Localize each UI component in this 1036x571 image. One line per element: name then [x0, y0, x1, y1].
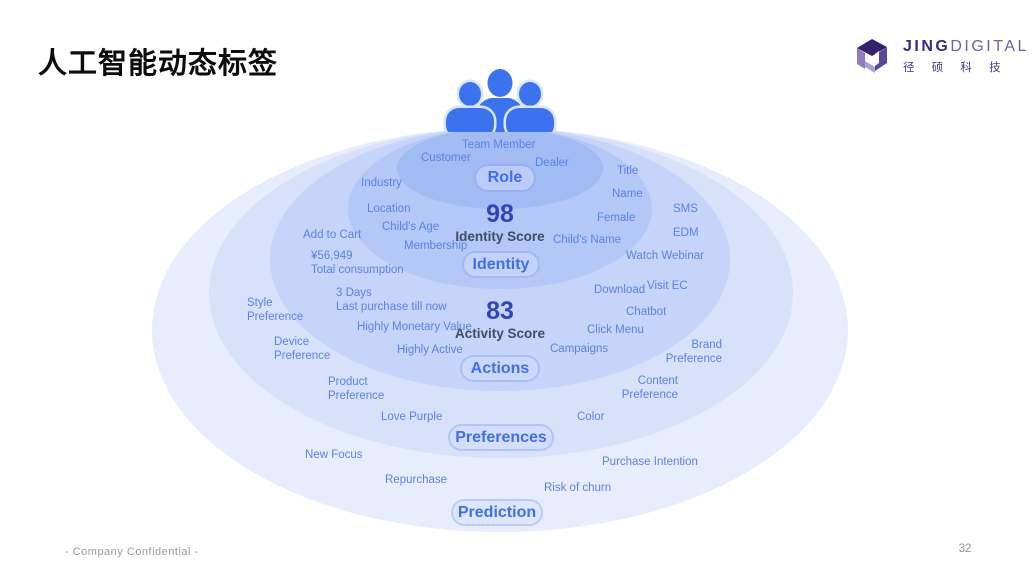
- logo-digital: DIGITAL: [950, 37, 1029, 55]
- tag-campaigns: Campaigns: [550, 343, 609, 355]
- identity-score-label: Identity Score: [455, 229, 545, 244]
- tag-name: Name: [612, 188, 643, 200]
- tag-title: Title: [617, 165, 639, 177]
- tag-product-preference: Product Preference: [328, 376, 385, 402]
- tag-visit-ec: Visit EC: [647, 280, 688, 292]
- tag-add-to-cart: Add to Cart: [303, 229, 362, 241]
- tag-repurchase: Repurchase: [385, 474, 448, 486]
- tag-total-consumption: ¥56,949 Total consumption: [311, 250, 404, 276]
- jingdigital-logo: JINGDIGITAL 径 硕 科 技: [853, 36, 1029, 76]
- tag-brand-preference: Brand Preference: [665, 339, 722, 365]
- ring-label-preferences: Preferences: [448, 424, 554, 451]
- tag-last-purchase: 3 Days Last purchase till now: [336, 287, 447, 313]
- tag-childs-name: Child's Name: [553, 234, 622, 246]
- tag-new-focus: New Focus: [305, 449, 363, 461]
- tag-watch-webinar: Watch Webinar: [626, 250, 704, 262]
- tag-color: Color: [577, 411, 605, 423]
- tag-highly-monetary-value: Highly Monetary Value: [357, 321, 472, 333]
- activity-score-label: Activity Score: [454, 326, 546, 341]
- page-title: 人工智能动态标签: [38, 48, 279, 80]
- ring-label-identity: Identity: [462, 251, 540, 278]
- tag-content-preference: Content Preference: [621, 375, 678, 401]
- ring-label-role: Role: [474, 164, 536, 192]
- tag-device-preference: Device Preference: [274, 336, 331, 362]
- tag-membership: Membership: [404, 240, 468, 252]
- tag-love-purple: Love Purple: [381, 411, 443, 423]
- tag-purchase-intention: Purchase Intention: [602, 456, 698, 468]
- tag-female: Female: [597, 212, 636, 224]
- logo-jing: JING: [903, 37, 951, 55]
- jingdigital-logo-icon: [857, 39, 887, 73]
- ring-label-actions: Actions: [460, 355, 540, 382]
- tag-risk-of-churn: Risk of churn: [544, 482, 612, 494]
- jingdigital-logo-text: JINGDIGITAL 径 硕 科 技: [903, 38, 1029, 75]
- tag-highly-active: Highly Active: [397, 344, 463, 356]
- page-number: 32: [958, 543, 972, 555]
- activity-score-value: 83: [486, 297, 514, 325]
- tag-childs-age: Child's Age: [382, 221, 440, 233]
- tag-location: Location: [367, 203, 411, 215]
- tag-industry: Industry: [361, 177, 402, 189]
- tag-chatbot: Chatbot: [626, 306, 667, 318]
- logo-chinese: 径 硕 科 技: [903, 61, 1008, 74]
- tag-style-preference: Style Preference: [247, 297, 304, 323]
- tag-customer: Customer: [421, 152, 471, 164]
- team-people-icon: [443, 69, 557, 132]
- tag-download: Download: [594, 284, 646, 296]
- logo-wordmark: JINGDIGITAL: [903, 38, 1029, 56]
- tag-click-menu: Click Menu: [587, 324, 644, 336]
- tag-team-member: Team Member: [462, 139, 536, 151]
- identity-score-value: 98: [486, 200, 514, 228]
- tag-edm: EDM: [673, 227, 699, 239]
- footer-confidential: - Company Confidential -: [65, 546, 199, 558]
- ring-label-prediction: Prediction: [451, 499, 543, 526]
- tag-sms: SMS: [673, 203, 698, 215]
- tag-dealer: Dealer: [535, 157, 569, 169]
